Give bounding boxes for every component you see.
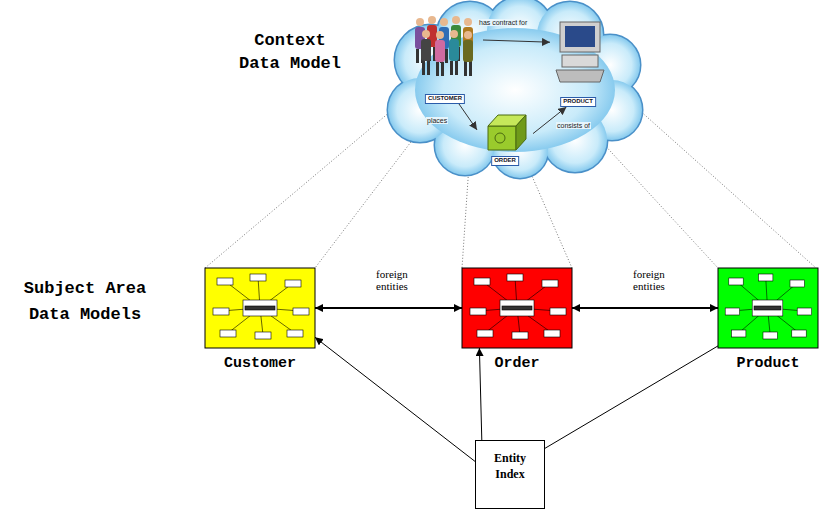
edge-label: places bbox=[426, 117, 448, 124]
section-label: Subject Area Data Models bbox=[18, 276, 152, 327]
model-heading: Context Data Model bbox=[235, 30, 345, 76]
subject-caption: Product bbox=[718, 355, 818, 372]
connector bbox=[315, 337, 475, 461]
connector bbox=[459, 104, 477, 130]
subject-caption: Customer bbox=[205, 355, 315, 372]
subject-area-box: Order bbox=[462, 268, 572, 348]
connector bbox=[315, 307, 462, 309]
connector bbox=[483, 40, 550, 42]
edge-label: foreign entities bbox=[367, 268, 417, 292]
entity-icon: CUSTOMER bbox=[407, 12, 483, 104]
entity-icon: ORDER bbox=[477, 110, 533, 166]
subject-area-box: Customer bbox=[205, 268, 315, 348]
subject-area-box: Product bbox=[718, 268, 818, 348]
entity-label: ORDER bbox=[491, 156, 519, 166]
connector bbox=[533, 107, 566, 134]
entity-label: CUSTOMER bbox=[425, 94, 465, 104]
edge-label: consists of bbox=[556, 122, 591, 129]
index-title: Entity Index bbox=[485, 451, 535, 482]
index-box: Entity Index bbox=[475, 440, 545, 509]
edge-label: foreign entities bbox=[624, 268, 674, 292]
connector bbox=[572, 307, 718, 309]
entity-label: PRODUCT bbox=[560, 97, 596, 107]
connector bbox=[479, 348, 481, 440]
subject-caption: Order bbox=[462, 355, 572, 372]
edge-label: has contract for bbox=[478, 19, 528, 26]
connector bbox=[545, 346, 718, 448]
entity-icon: PRODUCT bbox=[550, 15, 606, 107]
